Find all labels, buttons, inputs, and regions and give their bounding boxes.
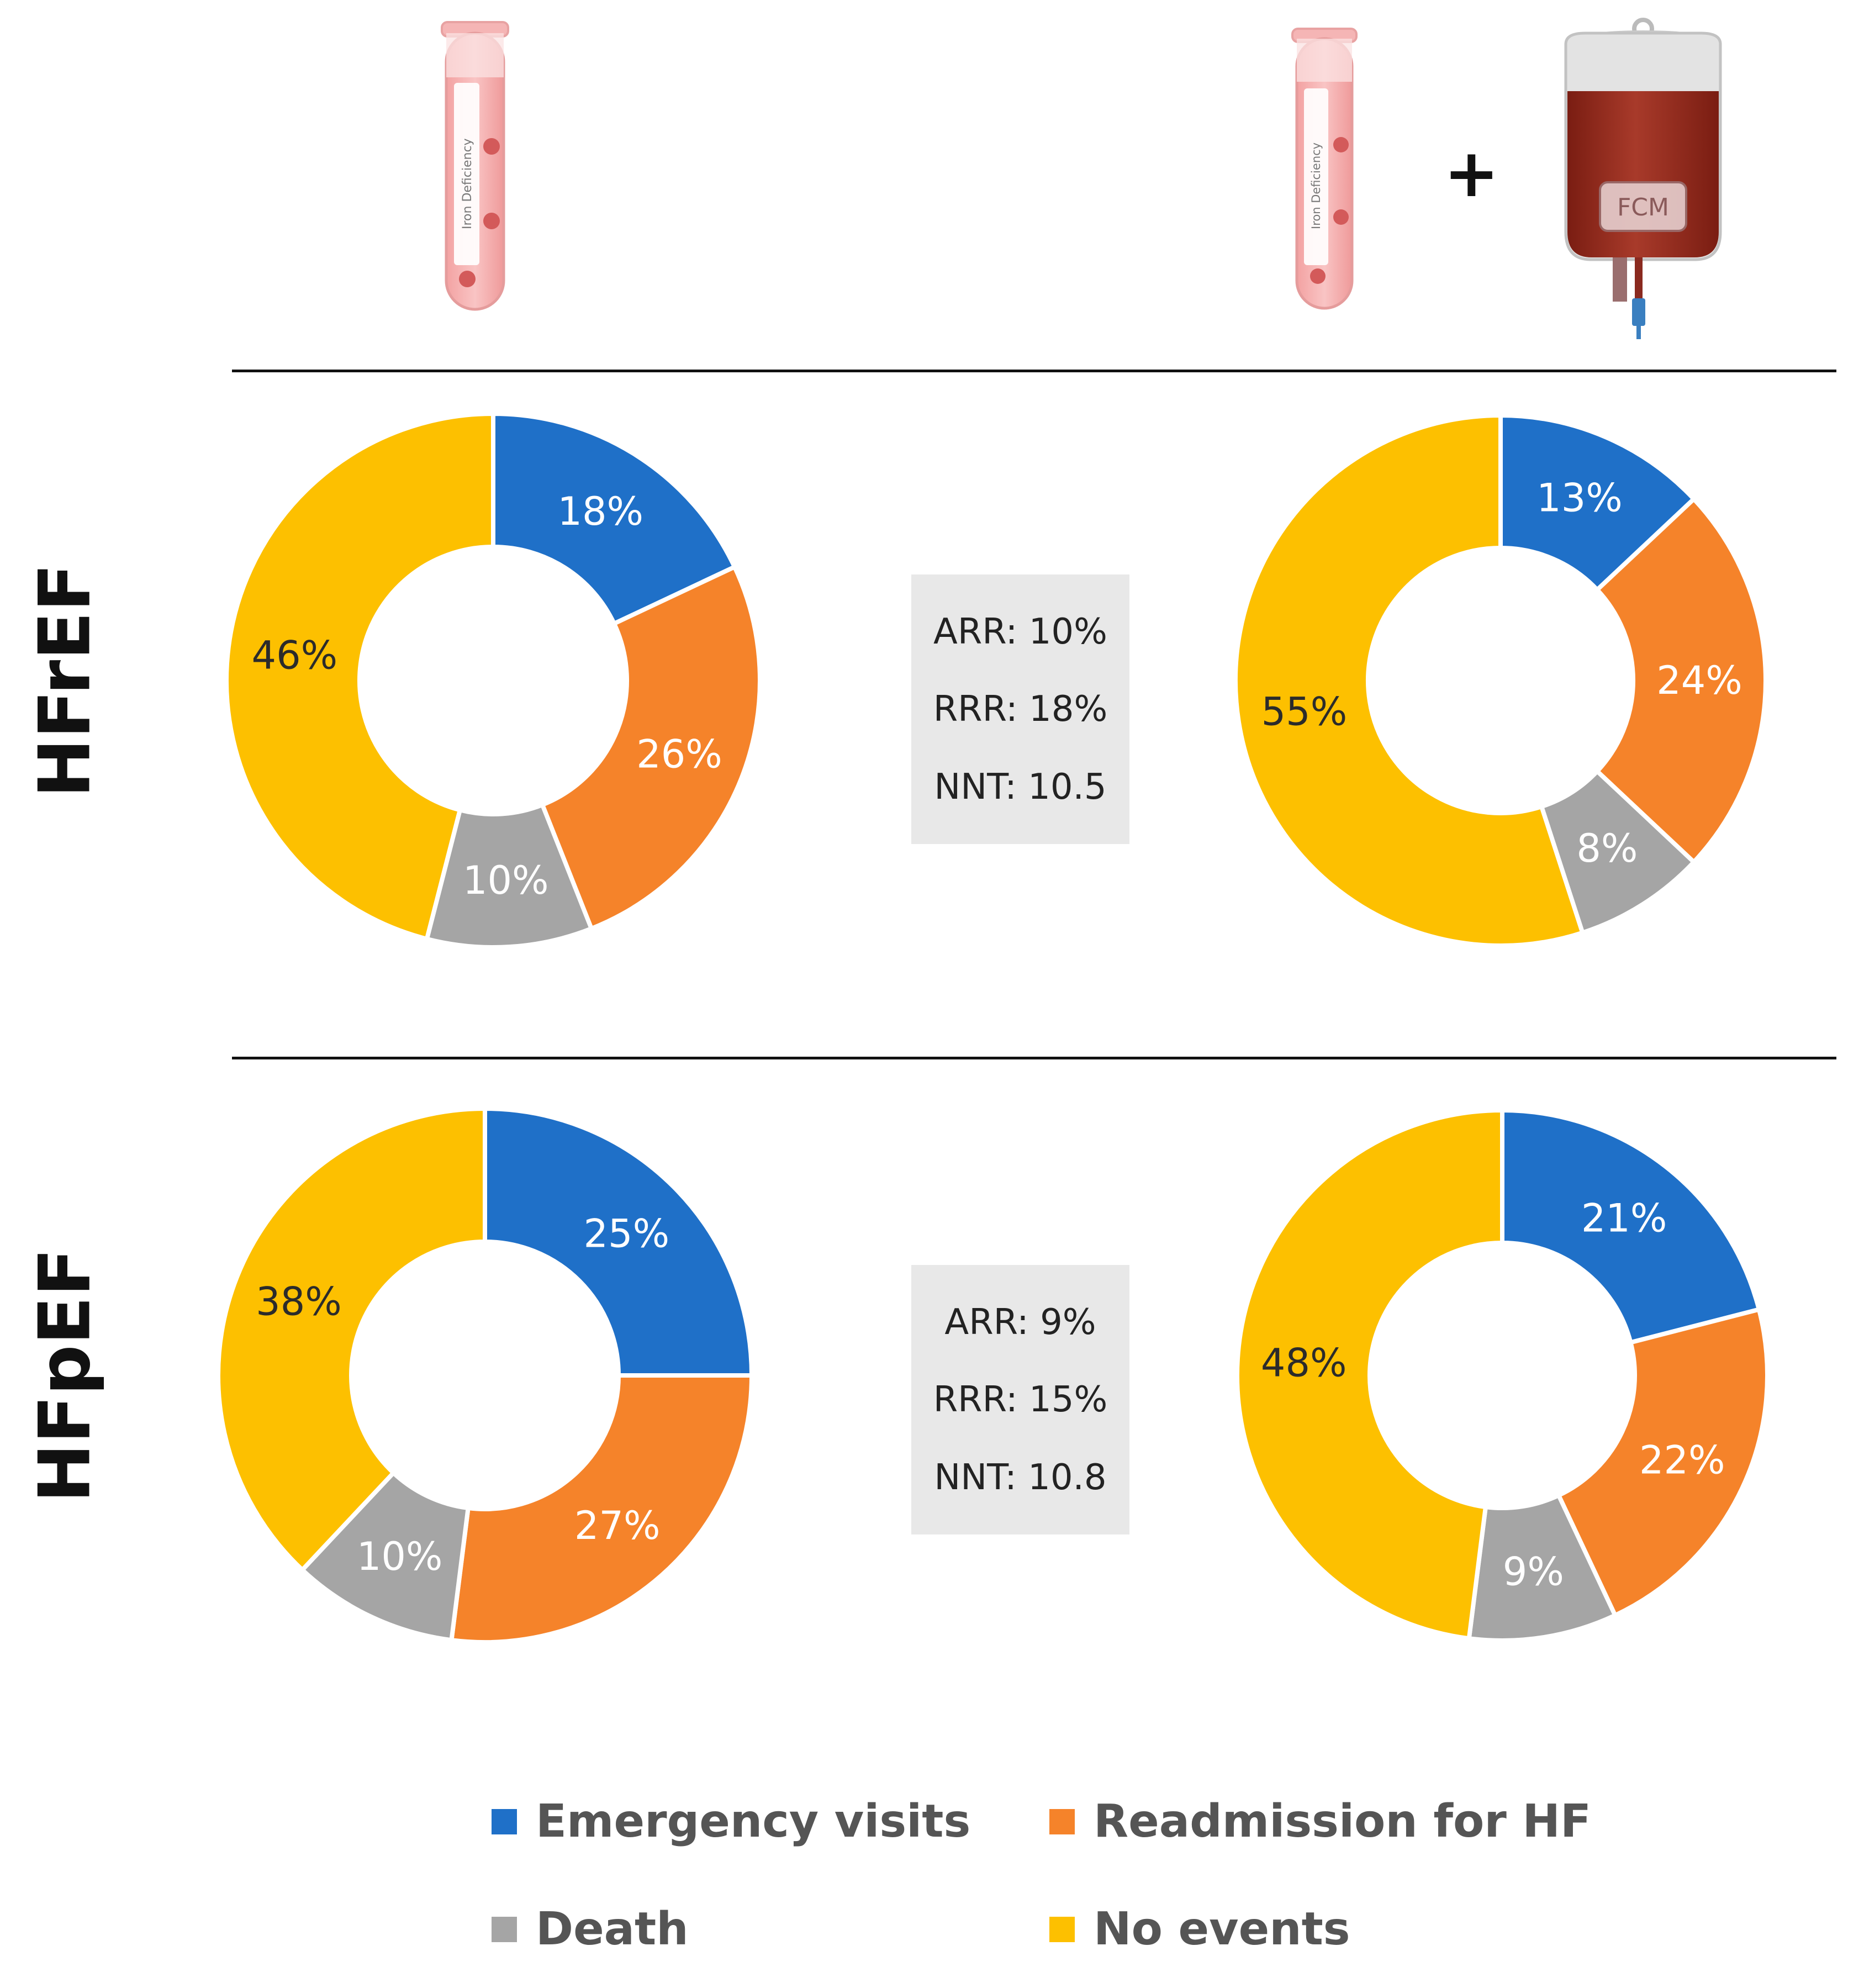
donut-chart-4: 21% 22% 9% 48% bbox=[1234, 1108, 1770, 1643]
donut-slice-no-events bbox=[224, 411, 495, 942]
tube-label: Iron Deficiency bbox=[461, 138, 474, 229]
legend-label-no-events: No events bbox=[1094, 1903, 1350, 1955]
donut-slice-readmission bbox=[1594, 495, 1768, 866]
charts-layer: 18% 26% 10% 46% 13% 24% 8% 55% 25% 27% 10% 38% 21% 22… bbox=[216, 411, 1770, 1644]
donut-label-no-events: 55% bbox=[1261, 689, 1348, 734]
donut-label-emergency: 21% bbox=[1581, 1196, 1667, 1241]
donut-label-death: 8% bbox=[1576, 826, 1638, 871]
stat-nnt: NNT: 10.5 bbox=[934, 766, 1107, 808]
donut-slice-no-events bbox=[1233, 413, 1586, 948]
donut-label-no-events: 48% bbox=[1261, 1340, 1347, 1385]
row-label-hfref: HFrEF bbox=[24, 563, 107, 798]
iv-bag-label: FCM bbox=[1617, 193, 1669, 222]
donut-chart-3: 25% 27% 10% 38% bbox=[216, 1106, 754, 1644]
donut-chart-1: 18% 26% 10% 46% bbox=[224, 411, 762, 950]
stats-box-hfref: ARR: 10% RRR: 18% NNT: 10.5 bbox=[911, 574, 1129, 844]
legend-item-emergency: Emergency visits bbox=[492, 1795, 970, 1848]
donut-slice-readmission bbox=[1555, 1306, 1770, 1618]
legend-label-readmission: Readmission for HF bbox=[1094, 1795, 1591, 1848]
legend-swatch-death bbox=[492, 1916, 517, 1942]
stat-rrr: RRR: 15% bbox=[933, 1379, 1108, 1420]
donut-slice-no-events bbox=[216, 1106, 487, 1573]
stat-rrr: RRR: 18% bbox=[933, 689, 1108, 730]
donut-chart-2: 13% 24% 8% 55% bbox=[1233, 413, 1768, 948]
stats-box-hfpef: ARR: 9% RRR: 15% NNT: 10.8 bbox=[911, 1265, 1129, 1534]
legend: Emergency visits Readmission for HF Deat… bbox=[492, 1795, 1651, 1978]
donut-label-no-events: 46% bbox=[252, 633, 338, 678]
test-tube-icon: Iron Deficiency bbox=[1291, 28, 1358, 310]
donut-label-emergency: 13% bbox=[1536, 476, 1623, 521]
legend-item-death: Death bbox=[492, 1903, 689, 1955]
stat-nnt: NNT: 10.8 bbox=[934, 1457, 1107, 1498]
stat-arr: ARR: 10% bbox=[933, 611, 1107, 652]
donut-label-readmission: 24% bbox=[1656, 658, 1742, 703]
donut-label-readmission: 22% bbox=[1639, 1437, 1725, 1483]
donut-label-readmission: 27% bbox=[574, 1503, 661, 1548]
donut-label-readmission: 26% bbox=[636, 731, 722, 777]
donut-slice-emergency bbox=[1498, 413, 1697, 593]
stat-arr: ARR: 9% bbox=[944, 1301, 1096, 1343]
test-tube-icon: Iron Deficiency bbox=[441, 21, 509, 311]
donut-slice-emergency bbox=[483, 1106, 754, 1378]
tube-label: Iron Deficiency bbox=[1309, 143, 1323, 229]
legend-swatch-readmission bbox=[1049, 1808, 1075, 1834]
donut-label-death: 10% bbox=[463, 858, 549, 903]
donut-label-emergency: 18% bbox=[557, 489, 643, 534]
legend-swatch-no-events bbox=[1049, 1916, 1075, 1942]
divider-top bbox=[232, 370, 1836, 372]
legend-label-emergency: Emergency visits bbox=[536, 1795, 971, 1848]
donut-slice-emergency bbox=[491, 411, 738, 627]
plus-sign: + bbox=[1444, 135, 1499, 212]
legend-swatch-emergency bbox=[492, 1808, 517, 1834]
iv-bag-icon: FCM bbox=[1564, 18, 1722, 339]
donut-slice-death bbox=[299, 1469, 471, 1643]
donut-slice-death bbox=[424, 801, 594, 950]
donut-slice-emergency bbox=[1500, 1108, 1762, 1346]
legend-item-readmission: Readmission for HF bbox=[1049, 1795, 1591, 1848]
donut-slice-no-events bbox=[1234, 1108, 1504, 1641]
donut-label-emergency: 25% bbox=[584, 1211, 670, 1257]
donut-label-death: 9% bbox=[1503, 1549, 1564, 1595]
divider-middle bbox=[232, 1057, 1836, 1059]
donut-slice-readmission bbox=[448, 1373, 754, 1644]
donut-label-no-events: 38% bbox=[256, 1279, 342, 1325]
donut-label-death: 10% bbox=[357, 1534, 443, 1579]
row-label-hfpef: HFpEF bbox=[24, 1248, 107, 1503]
legend-label-death: Death bbox=[536, 1903, 689, 1955]
legend-item-no-events: No events bbox=[1049, 1903, 1350, 1955]
donut-slice-readmission bbox=[539, 564, 762, 932]
